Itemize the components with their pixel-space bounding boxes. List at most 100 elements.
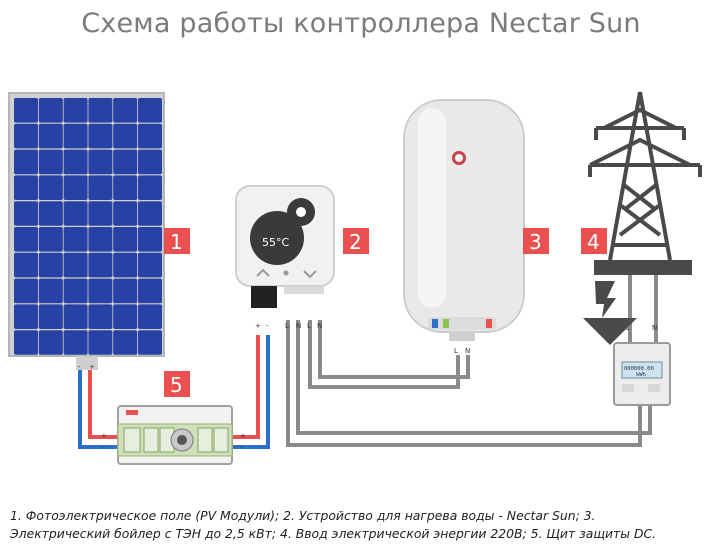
solar-cell <box>113 330 138 355</box>
solar-cells <box>14 98 162 355</box>
solar-cell <box>38 252 63 278</box>
solar-cell <box>63 123 88 149</box>
solar-cell <box>38 123 63 149</box>
solar-cell <box>138 98 162 123</box>
dc-connector <box>251 286 277 308</box>
controller-display <box>250 211 304 265</box>
box-in-minus-label: - <box>101 444 104 452</box>
grid-n-label: N <box>652 324 657 332</box>
boiler-l-label: L <box>454 347 458 355</box>
solar-cell <box>38 149 63 175</box>
solar-cell <box>88 201 113 226</box>
solar-cell <box>14 98 38 123</box>
badge-2: 2 <box>343 228 369 254</box>
solar-cell <box>138 227 162 252</box>
solar-cell <box>63 175 88 200</box>
svg-text:5: 5 <box>170 373 183 397</box>
box-out-plus-label: + <box>240 432 246 440</box>
solar-cell <box>113 201 138 226</box>
solar-cell <box>14 201 38 226</box>
svg-text:1: 1 <box>170 230 183 254</box>
solar-cell <box>38 278 63 304</box>
box-out-minus-label: - <box>240 444 243 452</box>
solar-cell <box>63 227 88 252</box>
solar-cell <box>138 123 162 149</box>
solar-cell <box>88 175 113 200</box>
indicator-icon <box>443 319 449 328</box>
svg-text:4: 4 <box>587 230 600 254</box>
cold-water-icon <box>432 319 438 328</box>
meter-unit: kWh <box>636 372 646 378</box>
boiler-n-label: N <box>465 347 470 355</box>
energy-meter: 000000.00 kWh <box>613 342 671 406</box>
solar-cell <box>88 252 113 278</box>
solar-cell <box>88 330 113 355</box>
solar-cell <box>88 149 113 175</box>
solar-panel: - + <box>8 92 165 371</box>
wire-controller-positive <box>232 335 260 439</box>
solar-cell <box>38 330 63 355</box>
svg-text:3: 3 <box>529 230 542 254</box>
badge-1: 1 <box>164 228 190 254</box>
wire-boiler-n <box>318 320 470 379</box>
solar-cell <box>113 175 138 200</box>
solar-cell <box>14 149 38 175</box>
solar-cell <box>14 278 38 304</box>
badge-4: 4 <box>581 228 607 254</box>
solar-cell <box>14 123 38 149</box>
lightning-arrow-icon <box>583 281 637 345</box>
ctrl-l1-label: L <box>285 322 289 330</box>
hot-water-icon <box>486 319 492 328</box>
caption-line-2: Электрический бойлер с ТЭН до 2,5 кВт; 4… <box>10 526 657 541</box>
ctrl-n2-label: N <box>317 322 322 330</box>
solar-cell <box>88 123 113 149</box>
solar-cell <box>63 330 88 355</box>
wire-controller-negative <box>232 335 270 449</box>
controller-down-icon <box>303 270 317 279</box>
solar-cell <box>63 278 88 304</box>
solar-cell <box>14 175 38 200</box>
ctrl-n1-label: N <box>296 322 301 330</box>
solar-cell <box>38 201 63 226</box>
solar-cell <box>38 227 63 252</box>
wire-pv-negative <box>78 370 118 449</box>
controller-ok-icon <box>283 270 289 276</box>
solar-cell <box>14 227 38 252</box>
solar-cell <box>113 304 138 329</box>
solar-cell <box>138 330 162 355</box>
wire-boiler-l <box>308 320 460 389</box>
tower-insulators <box>588 128 702 177</box>
controller-up-icon <box>256 268 270 277</box>
badge-5: 5 <box>164 371 190 397</box>
caption-line-1: 1. Фотоэлектрическое поле (PV Модули); 2… <box>10 508 596 523</box>
legend-caption: 1. Фотоэлектрическое поле (PV Модули); 2… <box>10 507 715 543</box>
solar-cell <box>138 201 162 226</box>
solar-cell <box>63 252 88 278</box>
wiring <box>78 275 658 449</box>
diagram-title: Схема работы контроллера Nectar Sun <box>81 8 641 39</box>
solar-cell <box>63 149 88 175</box>
solar-cell <box>14 252 38 278</box>
solar-cell <box>63 304 88 329</box>
solar-cell <box>38 304 63 329</box>
solar-cell <box>88 98 113 123</box>
ctrl-minus-label: - <box>266 322 269 330</box>
solar-cell <box>138 149 162 175</box>
badge-3: 3 <box>523 228 549 254</box>
solar-cell <box>88 227 113 252</box>
pv-minus-label: - <box>78 363 81 371</box>
controller-temperature: 55°C <box>262 236 289 249</box>
solar-cell <box>38 98 63 123</box>
solar-cell <box>138 252 162 278</box>
ctrl-plus-label: + <box>255 322 261 330</box>
svg-text:2: 2 <box>349 230 362 254</box>
solar-cell <box>88 304 113 329</box>
solar-cell <box>14 304 38 329</box>
grid-busbar <box>594 260 692 275</box>
solar-cell <box>113 98 138 123</box>
solar-cell <box>38 175 63 200</box>
controller-device: 55°C + - L N L N <box>235 185 335 330</box>
solar-cell <box>113 278 138 304</box>
box-in-plus-label: + <box>101 432 107 440</box>
